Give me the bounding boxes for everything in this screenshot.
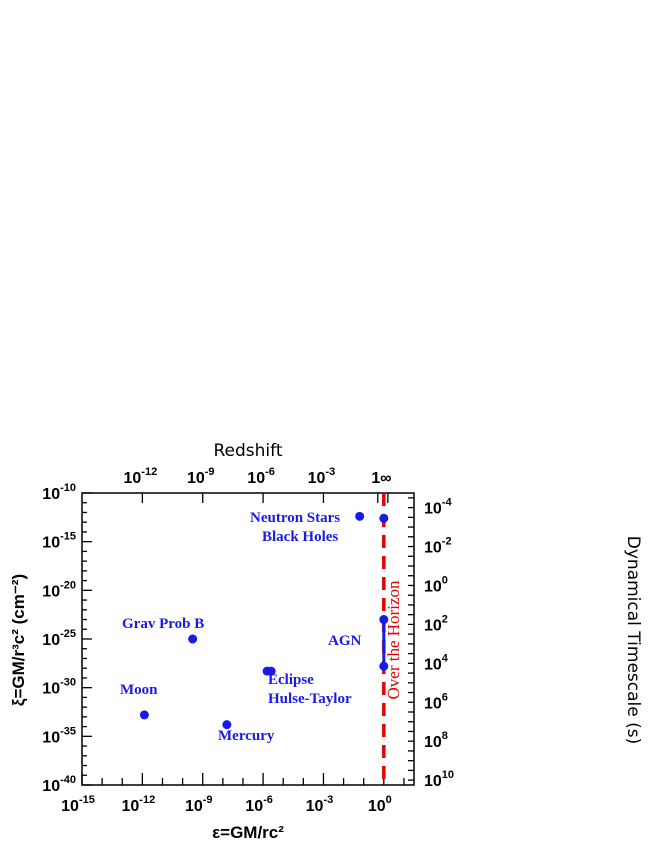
x-axis-title: ε=GM/rc² [212, 823, 284, 842]
data-point-mercury [222, 720, 232, 730]
y-tick-label: 10-20 [42, 579, 76, 600]
y-axis-title: ξ=GM/r³c² (cm⁻²) [9, 574, 28, 706]
labels-layer: Redshift ε=GM/rc² ξ=GM/r³c² (cm⁻²) Dynam… [9, 441, 643, 842]
label-grav-prob-b: Grav Prob B [122, 616, 204, 632]
x-tick-label: 10-9 [185, 794, 213, 815]
label-eclipse: Eclipse [268, 672, 314, 688]
right-tick-label: 100 [424, 574, 448, 595]
data-point-moon [139, 710, 149, 720]
top-tick-label: 10-6 [247, 466, 275, 487]
label-agn: AGN [328, 633, 362, 649]
x-tick-label: 100 [368, 794, 392, 815]
right-tick-label: 106 [424, 691, 448, 712]
y-tick-label: 10-25 [42, 628, 76, 649]
top-tick-label: 1 [371, 470, 380, 487]
x-tick-label: 10-6 [245, 794, 273, 815]
label-neutron-stars: Neutron Stars [250, 510, 340, 526]
data-point-eclipse-hulse-taylor-b [266, 666, 276, 676]
top-tick-label: 10-3 [308, 466, 336, 487]
data-point-agn-top [379, 615, 389, 625]
x-tick-label: 10-12 [122, 794, 156, 815]
label-black-holes: Black Holes [262, 529, 338, 545]
marks-layer [139, 493, 389, 785]
right-tick-label: 1010 [424, 769, 454, 790]
label-mercury: Mercury [218, 728, 275, 744]
y-tick-label: 10-15 [42, 531, 76, 552]
data-point-black-holes [379, 513, 389, 523]
data-point-grav-prob-b [188, 634, 198, 644]
right-tick-label: 102 [424, 613, 448, 634]
x-axis-title-text: ε=GM/rc² [212, 823, 284, 842]
y-tick-label: 10-10 [42, 482, 76, 503]
top-tick-label: ∞ [380, 470, 391, 487]
right-tick-label: 104 [424, 652, 449, 673]
top-tick-label: 10-9 [187, 466, 215, 487]
right-tick-label: 108 [424, 730, 448, 751]
label-moon: Moon [120, 682, 158, 698]
data-point-agn-bottom [379, 661, 389, 671]
x-tick-label: 10-15 [61, 794, 95, 815]
top-tick-label: 10-12 [124, 466, 158, 487]
top-axis-title: Redshift [213, 441, 282, 461]
label-over-the-horizon: Over the Horizon [384, 580, 403, 699]
y-tick-label: 10-35 [42, 725, 76, 746]
right-tick-label: 10-2 [424, 536, 452, 557]
y-tick-label: 10-30 [42, 677, 76, 698]
right-axis-title: Dynamical Timescale (s) [623, 536, 643, 744]
data-point-neutron-stars [355, 511, 365, 521]
right-tick-label: 10-4 [424, 497, 452, 518]
y-tick-label: 10-40 [42, 774, 76, 795]
label-hulse-taylor: Hulse-Taylor [268, 691, 352, 707]
x-tick-label: 10-3 [306, 794, 334, 815]
ticks-layer: 10-15 10-12 10-9 10-6 10-3 100 10-12 10-9 10-6 10… [42, 466, 454, 815]
